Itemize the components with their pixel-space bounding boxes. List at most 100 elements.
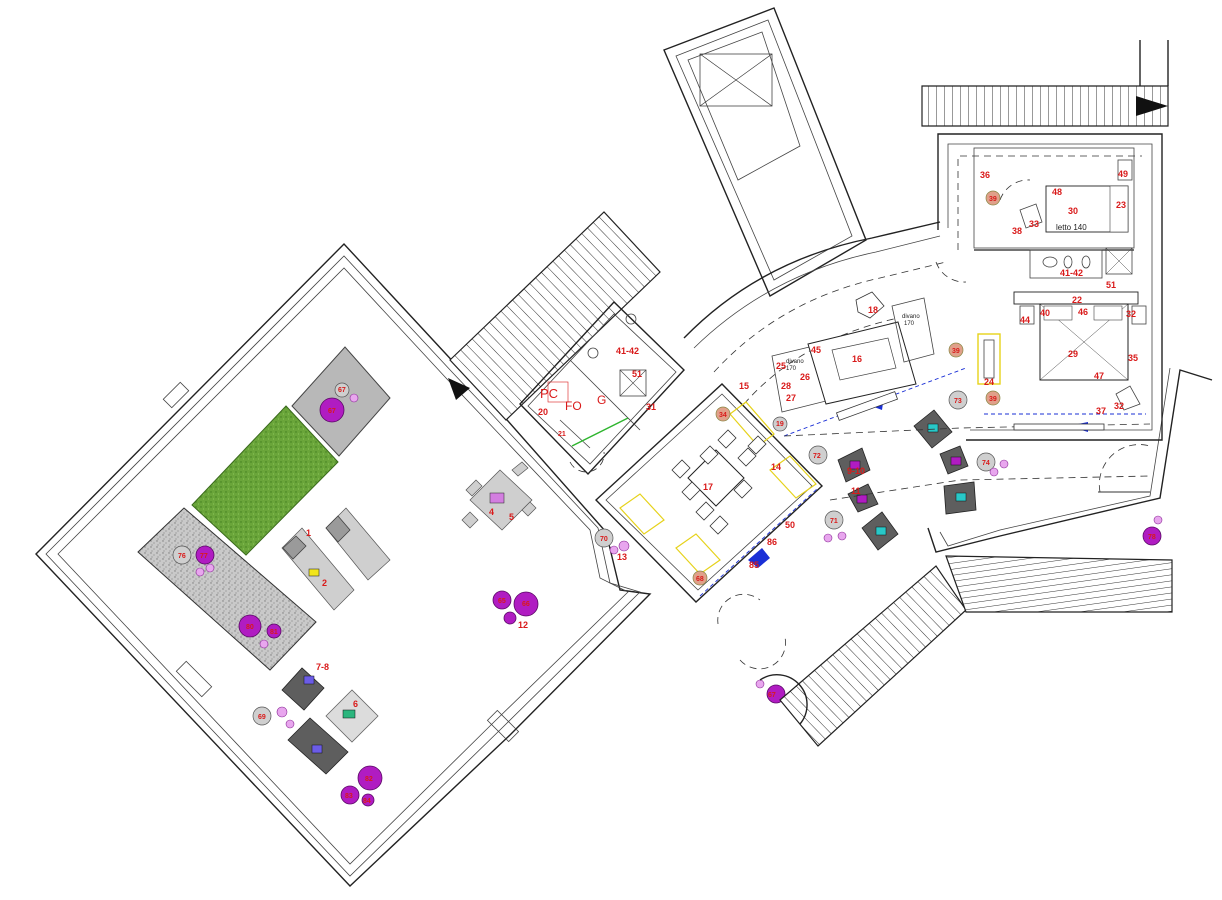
label-16: 16: [852, 354, 862, 364]
label-13: 13: [617, 552, 627, 562]
label-14: 14: [771, 462, 781, 472]
label-22: 22: [1072, 295, 1082, 305]
label-72: 72: [813, 453, 821, 460]
label-80: 80: [246, 624, 254, 631]
label-34: 34: [719, 412, 727, 419]
label-28: 28: [781, 381, 791, 391]
label-70: 70: [600, 536, 608, 543]
living-dining: [594, 383, 824, 670]
label-1: 1: [306, 528, 311, 538]
label-25: 25: [776, 361, 786, 371]
stair-northeast: [921, 40, 1169, 127]
label-41-42-west: 41-42: [616, 346, 639, 356]
label-31: 31: [646, 402, 656, 412]
label-78: 78: [1148, 534, 1156, 541]
label-17: 17: [703, 482, 713, 492]
east-terrace-furniture: [808, 390, 1163, 551]
label-41-42-east: 41-42: [1060, 268, 1083, 278]
label-37: 37: [1096, 406, 1106, 416]
label-84: 84: [363, 798, 371, 805]
label-35: 35: [1128, 353, 1138, 363]
label-73: 73: [954, 398, 962, 405]
label-15: 15: [739, 381, 749, 391]
label-81: 81: [270, 629, 278, 636]
lawn: [191, 405, 339, 556]
stair-south: [759, 555, 1173, 747]
label-67: 67: [768, 692, 776, 699]
label-68: 68: [696, 576, 704, 583]
label-20: 20: [538, 407, 548, 417]
label-32: 32: [1126, 309, 1136, 319]
north-tower: [663, 7, 867, 298]
label-45: 45: [811, 345, 821, 355]
label-48: 48: [1052, 187, 1062, 197]
label-36: 36: [980, 170, 990, 180]
terrace-plants: [252, 528, 786, 807]
label-30: 30: [1068, 206, 1078, 216]
label-g: G: [597, 393, 606, 407]
label-49: 49: [1118, 169, 1128, 179]
planter-north: 67 67: [291, 346, 391, 457]
label-5: 5: [509, 512, 514, 522]
label-51-west: 51: [632, 369, 642, 379]
label-7-8: 7-8: [316, 662, 329, 672]
label-46: 46: [1078, 307, 1088, 317]
svg-text:67: 67: [338, 387, 346, 394]
svg-text:67: 67: [328, 408, 336, 415]
label-86: 86: [767, 537, 777, 547]
label-33: 33: [1029, 219, 1039, 229]
label-11: 11: [851, 486, 861, 496]
label-divano-2: divano: [902, 314, 920, 320]
label-38: 38: [1012, 226, 1022, 236]
sofa-area: [771, 291, 967, 437]
label-21: 21: [558, 431, 566, 438]
label-divano-1b: 170: [786, 366, 797, 372]
label-26: 26: [800, 372, 810, 382]
label-2: 2: [322, 578, 327, 588]
label-40: 40: [1040, 308, 1050, 318]
label-82: 82: [365, 776, 373, 783]
label-29: 29: [1068, 349, 1078, 359]
label-39-c: 39: [989, 396, 997, 403]
service-block: [519, 300, 685, 476]
label-divano-2b: 170: [904, 321, 915, 327]
label-71: 71: [830, 518, 838, 525]
label-fo: FO: [565, 399, 582, 413]
label-77: 77: [200, 553, 208, 560]
label-47: 47: [1094, 371, 1104, 381]
label-23: 23: [1116, 200, 1126, 210]
label-6: 6: [353, 699, 358, 709]
label-39-b: 39: [989, 196, 997, 203]
label-69: 69: [258, 714, 266, 721]
plan-labels: 1 2 4 5 6 7-8 9-10 11 12 13 14 15 16 17 …: [178, 169, 1156, 805]
label-44: 44: [1020, 315, 1030, 325]
label-66: 66: [522, 601, 530, 608]
stair-west: [448, 211, 661, 421]
sun-loungers: [281, 507, 391, 611]
label-50: 50: [785, 520, 795, 530]
label-divano-1: divano: [786, 359, 804, 365]
label-27: 27: [786, 393, 796, 403]
label-19: 19: [776, 421, 784, 428]
terrace-outline: [35, 242, 652, 887]
label-24: 24: [984, 377, 994, 387]
label-65: 65: [498, 598, 506, 605]
label-4: 4: [489, 507, 494, 517]
label-39-a: 39: [952, 348, 960, 355]
outdoor-lounge-set: [281, 667, 379, 775]
label-83: 83: [345, 793, 353, 800]
label-letto: letto 140: [1056, 223, 1087, 232]
label-pc: PC: [540, 386, 558, 401]
label-9-10: 9-10: [847, 466, 865, 476]
label-32b: 32: [1114, 401, 1124, 411]
label-74: 74: [982, 460, 990, 467]
label-76: 76: [178, 553, 186, 560]
outdoor-dining-table: [461, 461, 537, 531]
label-12: 12: [518, 620, 528, 630]
label-18: 18: [868, 305, 878, 315]
label-85: 85: [749, 560, 759, 570]
east-apartment: [935, 133, 1163, 441]
label-51-east: 51: [1106, 280, 1116, 290]
planter-gravel: [137, 507, 317, 671]
